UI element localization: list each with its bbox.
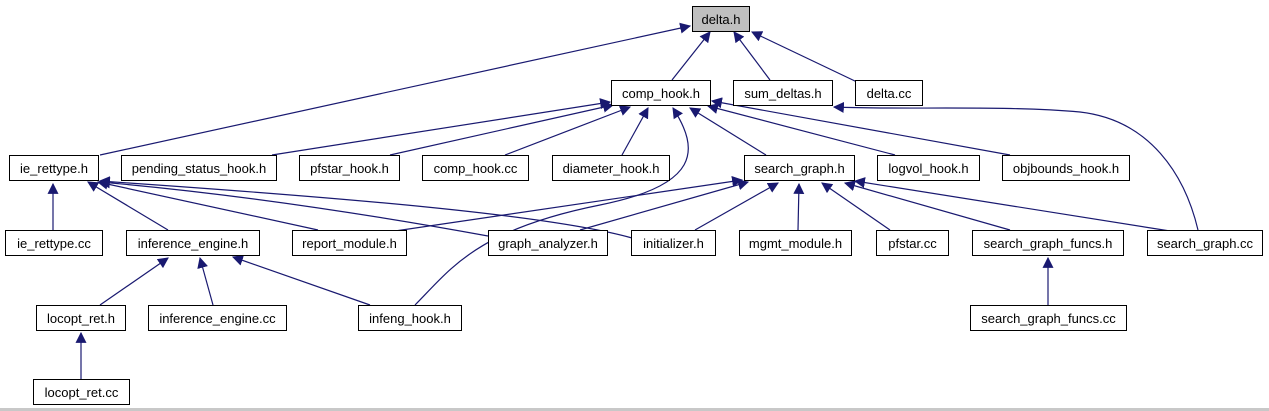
edge-report-module-to-search-graph (394, 175, 744, 232)
node-search-graph-funcs-h[interactable]: search_graph_funcs.h (972, 230, 1124, 256)
node-report-module-h[interactable]: report_module.h (292, 230, 407, 256)
node-delta-cc[interactable]: delta.cc (855, 80, 923, 106)
edge-graph-analyzer-to-ie-rettype (98, 177, 489, 237)
edge-search-graph-funcs-h-to-search-graph (843, 180, 1011, 231)
edge-inference-engine-cc-to-inference-engine (197, 256, 214, 306)
edge-search-graph-to-comp-hook (689, 107, 767, 156)
edge-inference-engine-to-ie-rettype (87, 181, 169, 231)
bottom-divider (0, 408, 1269, 411)
edge-comp-hook-to-delta (671, 31, 711, 81)
edge-diameter-hook-to-comp-hook (621, 107, 649, 156)
edge-infeng-hook-to-inference-engine (231, 255, 371, 306)
node-mgmt-module-h[interactable]: mgmt_module.h (739, 230, 852, 256)
node-diameter-hook-h[interactable]: diameter_hook.h (552, 155, 670, 181)
edge-ie-rettype-to-delta (99, 22, 692, 156)
node-infeng-hook-h[interactable]: infeng_hook.h (358, 305, 462, 331)
node-search-graph-h[interactable]: search_graph.h (744, 155, 855, 181)
node-locopt-ret-h[interactable]: locopt_ret.h (36, 305, 126, 331)
node-pfstar-cc[interactable]: pfstar.cc (876, 230, 949, 256)
edge-pfstar-hook-to-comp-hook (389, 101, 615, 156)
node-inference-engine-h[interactable]: inference_engine.h (126, 230, 260, 256)
edge-search-graph-cc-to-search-graph (853, 177, 1171, 232)
edge-report-module-to-ie-rettype (96, 178, 319, 231)
edge-search-graph-cc-to-sum-deltas (832, 101, 1199, 231)
node-pfstar-hook-h[interactable]: pfstar_hook.h (299, 155, 400, 181)
edges (47, 22, 1199, 379)
node-inference-engine-cc[interactable]: inference_engine.cc (148, 305, 287, 331)
node-logvol-hook-h[interactable]: logvol_hook.h (877, 155, 980, 181)
edge-comp-hook-cc-to-comp-hook (504, 105, 632, 156)
edge-initializer-to-search-graph (694, 182, 779, 231)
edge-graph-analyzer-to-search-graph (579, 179, 750, 231)
node-search-graph-cc[interactable]: search_graph.cc (1147, 230, 1263, 256)
edge-objbounds-hook-to-comp-hook (710, 97, 1011, 156)
node-initializer-h[interactable]: initializer.h (631, 230, 716, 256)
node-ie-rettype-h[interactable]: ie_rettype.h (9, 155, 99, 181)
node-objbounds-hook-h[interactable]: objbounds_hook.h (1002, 155, 1130, 181)
edge-pending-status-to-comp-hook (271, 98, 612, 156)
node-comp-hook-h[interactable]: comp_hook.h (611, 80, 711, 106)
node-delta-h: delta.h (692, 6, 750, 32)
node-search-graph-funcs-cc[interactable]: search_graph_funcs.cc (970, 305, 1127, 331)
node-comp-hook-cc[interactable]: comp_hook.cc (422, 155, 529, 181)
node-graph-analyzer-h[interactable]: graph_analyzer.h (488, 230, 608, 256)
edge-logvol-hook-to-comp-hook (706, 103, 896, 156)
edge-initializer-to-ie-rettype (98, 176, 633, 239)
node-locopt-ret-cc[interactable]: locopt_ret.cc (33, 379, 130, 405)
node-pending-status-hook-h[interactable]: pending_status_hook.h (121, 155, 277, 181)
edge-sum-deltas-to-delta (733, 31, 771, 81)
edge-locopt-ret-to-inference-engine (99, 257, 169, 306)
edge-delta-cc-to-delta (751, 31, 858, 83)
node-sum-deltas-h[interactable]: sum_deltas.h (733, 80, 833, 106)
edge-pfstar-cc-to-search-graph (821, 182, 891, 231)
edge-mgmt-module-to-search-graph (793, 182, 805, 231)
node-ie-rettype-cc[interactable]: ie_rettype.cc (5, 230, 103, 256)
edge-infeng-hook-to-comp-hook (414, 107, 689, 306)
